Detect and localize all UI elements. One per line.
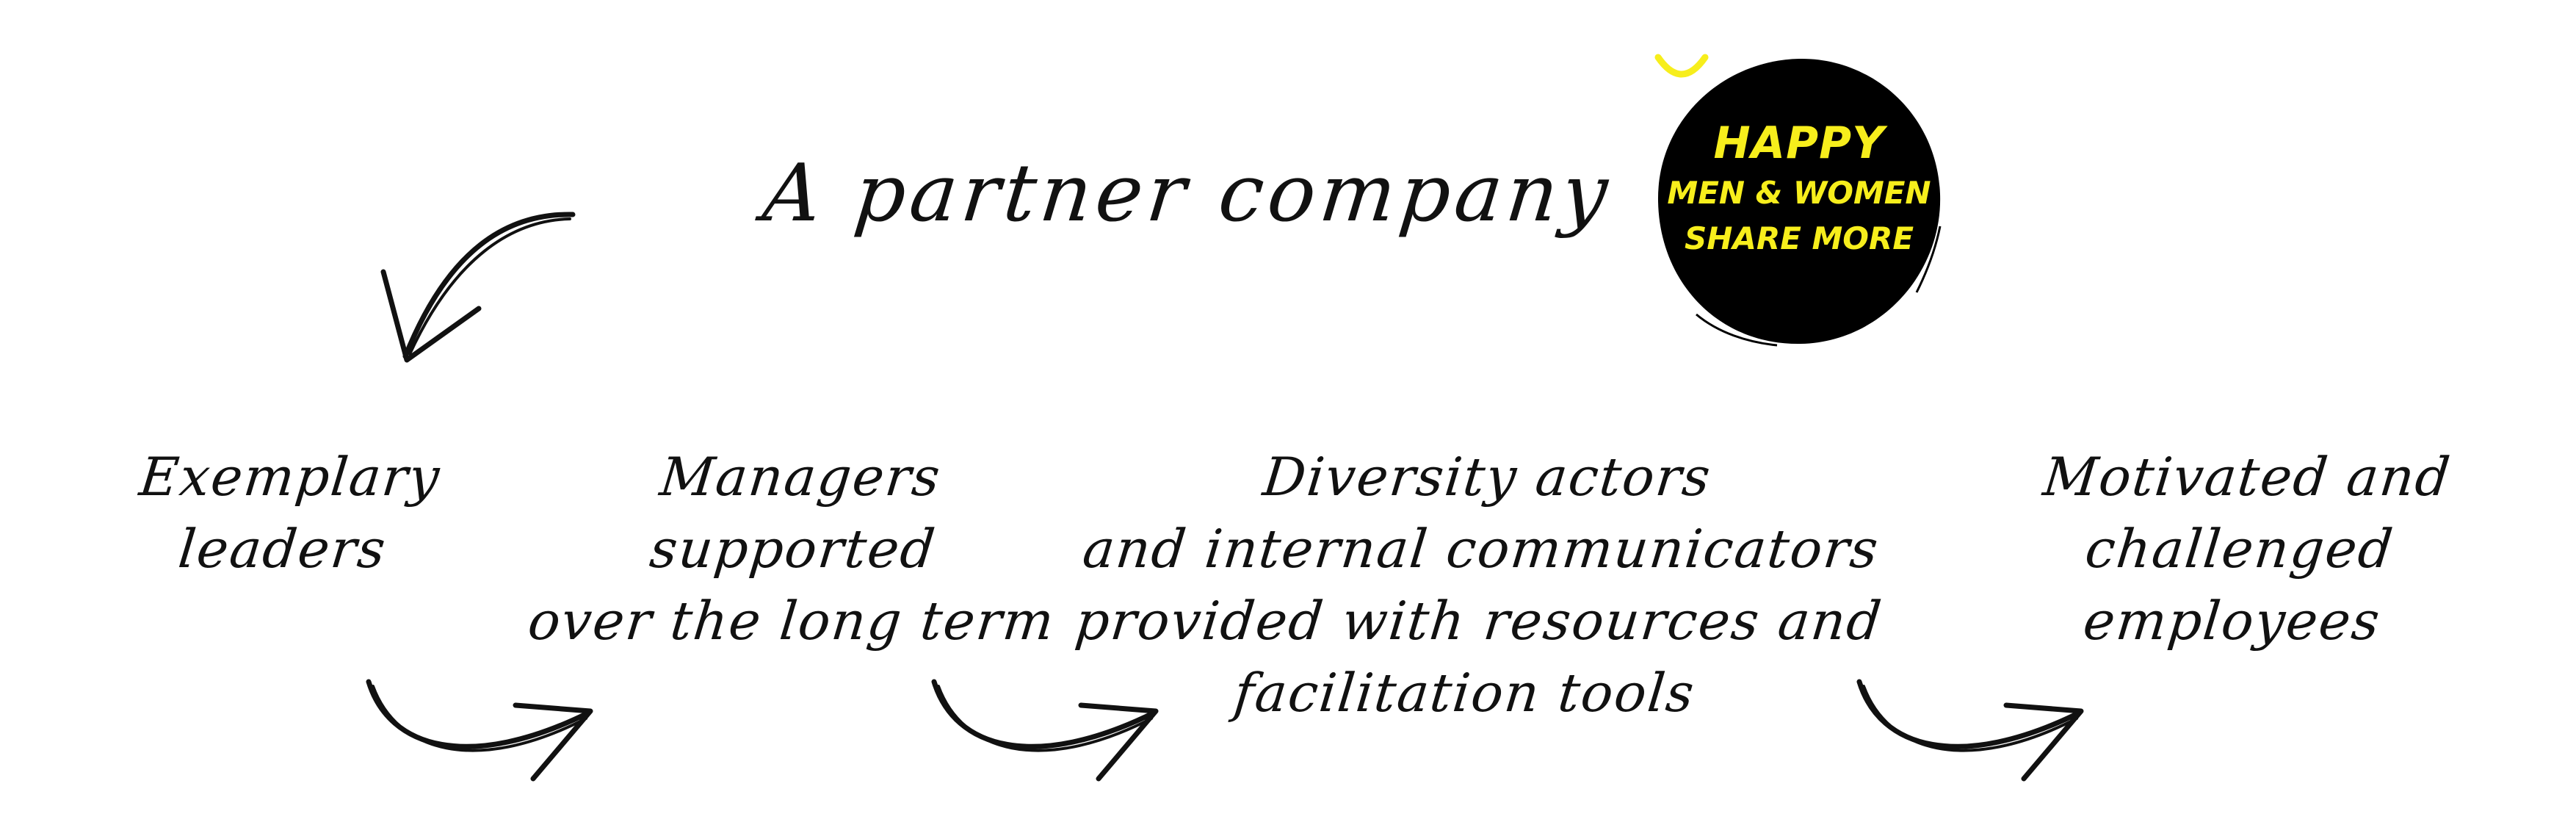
- curved-arrow-right-icon: [366, 679, 593, 782]
- badge-line-2: MEN & WOMEN: [1667, 175, 1931, 211]
- step-3-line-2: and internal communicators: [1079, 518, 1883, 580]
- step-4-line-1: Motivated and: [2040, 446, 2454, 508]
- step-2-line-2: supported: [647, 518, 939, 580]
- step-2-line-3: over the long term: [525, 590, 1058, 652]
- badge-circle: [1657, 58, 1942, 347]
- step-4-line-3: employees: [2080, 590, 2384, 652]
- happy-badge: HAPPY MEN & WOMEN SHARE MORE: [1652, 50, 1946, 351]
- badge-line-3: SHARE MORE: [1684, 220, 1914, 256]
- badge-line-1: HAPPY: [1713, 118, 1885, 169]
- step-3-line-3: provided with resources and: [1072, 590, 1886, 652]
- curved-arrow-down-left-icon: [380, 212, 576, 363]
- step-3-line-1: Diversity actors: [1260, 446, 1715, 508]
- step-diversity-actors: Diversity actors and internal communicat…: [1064, 441, 1887, 729]
- smile-icon: [1654, 54, 1709, 78]
- diagram-title: A partner company: [759, 148, 1616, 239]
- curved-arrow-right-icon: [1856, 679, 2084, 782]
- step-exemplary-leaders: Exemplary leaders: [125, 441, 449, 585]
- step-4-line-2: challenged: [2082, 518, 2398, 580]
- step-1-line-1: Exemplary: [137, 446, 444, 508]
- step-1-line-2: leaders: [176, 518, 390, 580]
- step-3-line-4: facilitation tools: [1231, 662, 1698, 724]
- curved-arrow-right-icon: [931, 679, 1159, 782]
- step-2-line-1: Managers: [656, 446, 944, 508]
- step-managers-supported: Managers supported over the long term: [525, 441, 1062, 657]
- step-motivated-employees: Motivated and challenged employees: [2001, 441, 2479, 657]
